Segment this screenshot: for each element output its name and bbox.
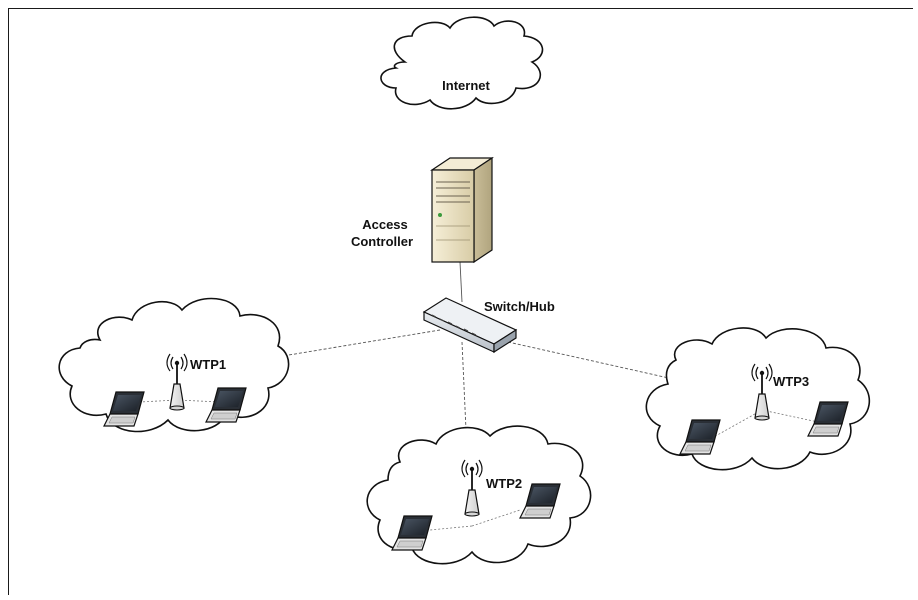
server-icon	[430, 156, 494, 264]
wtp1-cloud-icon	[58, 297, 290, 433]
diagram-frame	[8, 8, 913, 595]
wtp3-label: WTP3	[773, 374, 809, 389]
wtp2-label: WTP2	[486, 476, 522, 491]
switch-icon	[422, 297, 518, 354]
internet-cloud-icon	[380, 16, 544, 110]
wtp2-wireless-links	[429, 509, 521, 531]
internet-label: Internet	[442, 78, 490, 93]
wtp1-wireless-links	[139, 399, 221, 403]
controller-label-line2: Controller	[351, 234, 413, 249]
link-switch-wtp1	[185, 329, 441, 373]
controller-label-line1: Access	[362, 217, 408, 232]
link-controller-switch	[459, 261, 463, 303]
switch-label: Switch/Hub	[484, 299, 555, 314]
wtp3-wireless-links	[711, 409, 819, 439]
wtp1-label: WTP1	[190, 357, 226, 372]
link-switch-wtp3	[507, 341, 759, 399]
